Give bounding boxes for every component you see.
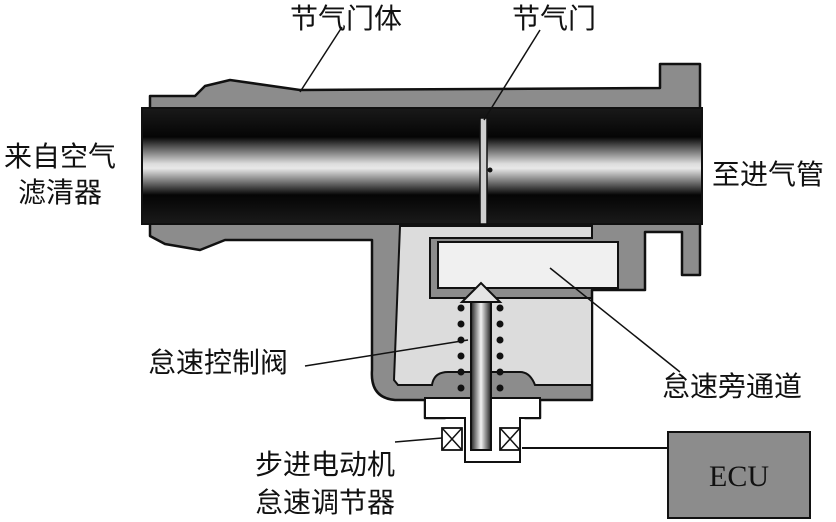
label-stepper-1: 步进电动机 (255, 448, 395, 481)
label-idle-bypass: 怠速旁通道 (662, 370, 802, 403)
leader-throttle-body (299, 26, 343, 93)
label-throttle-body: 节气门体 (290, 2, 402, 35)
ecu-box (667, 431, 811, 519)
stepper-winding-left (441, 427, 463, 451)
idle-bypass-passage (437, 241, 619, 289)
leader-idle-bypass (549, 267, 681, 373)
valve-head (459, 281, 503, 303)
leader-stepper (394, 437, 443, 443)
throttle-valve-plate (479, 117, 488, 225)
leader-throttle-valve (483, 29, 541, 121)
label-from-air-filter-1: 来自空气 (4, 140, 116, 173)
label-from-air-filter-2: 滤清器 (18, 176, 102, 209)
stepper-winding-right (499, 427, 521, 451)
label-to-intake: 至进气管 (712, 158, 824, 191)
main-air-pipe (141, 107, 703, 225)
ecu-label: ECU (709, 460, 769, 493)
label-throttle-valve: 节气门 (512, 2, 596, 35)
valve-stem (470, 299, 492, 451)
label-idle-control-valve: 怠速控制阀 (148, 346, 288, 379)
bypass-cavity (392, 225, 593, 386)
throttle-shaft-dot (487, 167, 493, 173)
leader-idle-control-valve (304, 339, 469, 367)
label-stepper-2: 怠速调节器 (255, 486, 395, 519)
